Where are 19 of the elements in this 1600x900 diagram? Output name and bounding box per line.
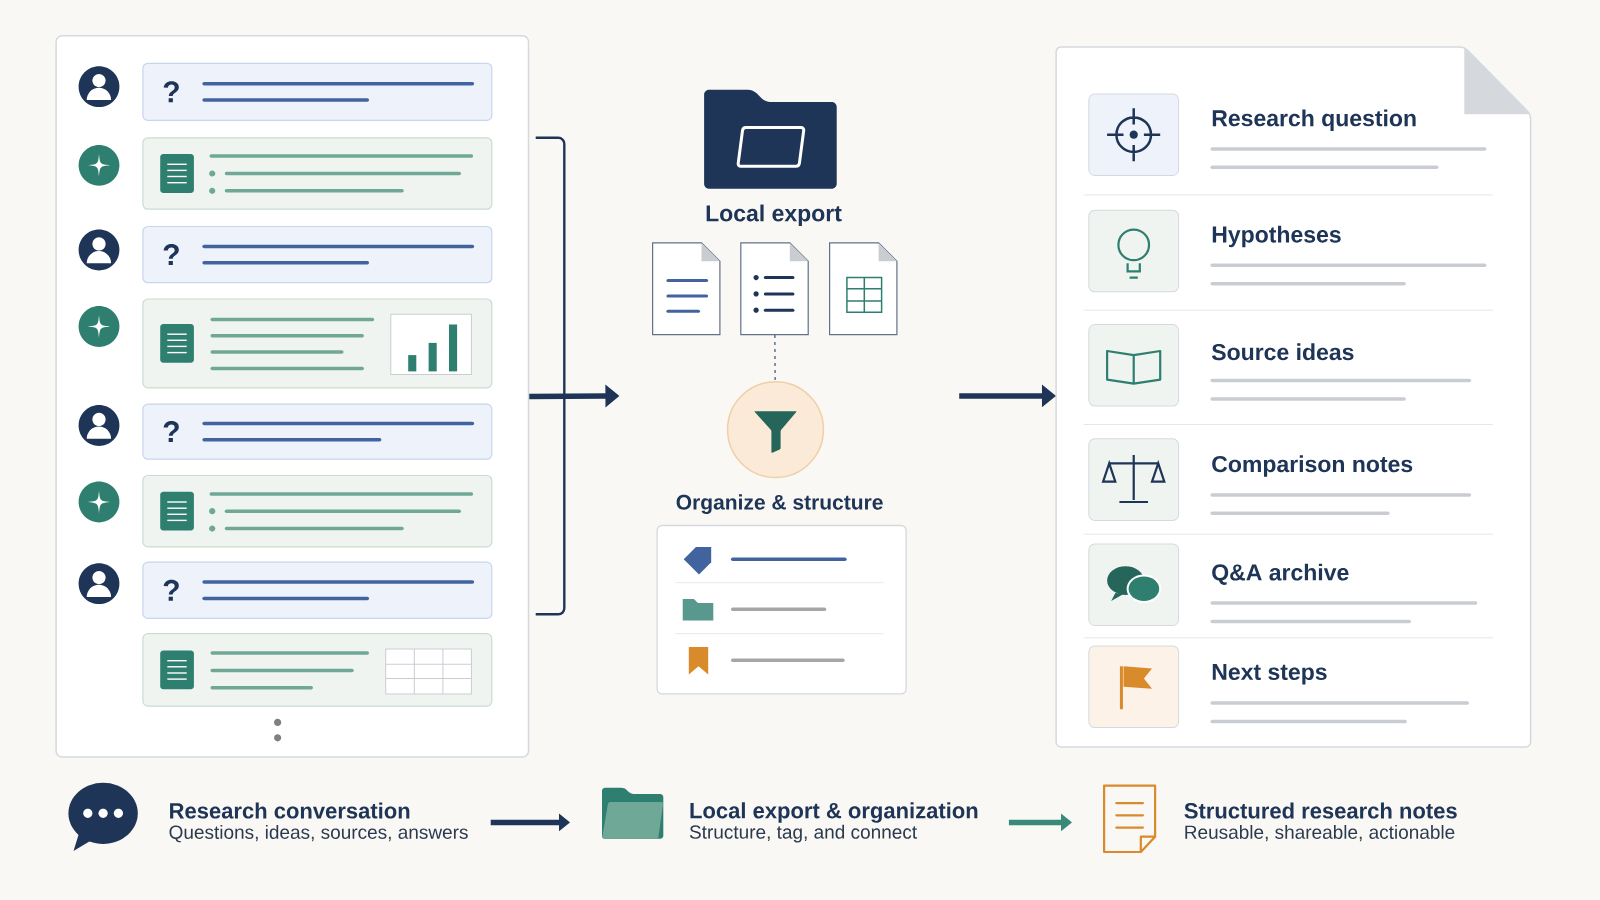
step-summary: Research conversation Questions, ideas, sources, answers [169,802,468,843]
section-heading: Next steps [1212,664,1327,685]
document-icon [740,242,809,336]
document-icon [652,242,721,336]
section-heading: Comparison notes [1212,455,1413,477]
step-summary: Structured research notes Reusable, shareable, actionable [1184,802,1457,842]
section-caption: Local export [706,204,842,226]
section-heading: Q&A archive [1212,563,1349,585]
question-mark: ? [163,421,179,443]
section-heading: Research question [1212,109,1416,131]
step-summary: Local export & organization Structure, tag, and connect [689,802,978,843]
question-mark: ? [163,81,179,103]
question-mark: ? [163,244,179,266]
question-mark: ? [163,579,179,601]
document-icon [829,242,898,336]
connector-line [774,334,776,382]
section-heading: Source ideas [1211,343,1354,361]
section-heading: Hypotheses [1212,225,1341,248]
node-caption: Organize & structure [676,494,883,514]
